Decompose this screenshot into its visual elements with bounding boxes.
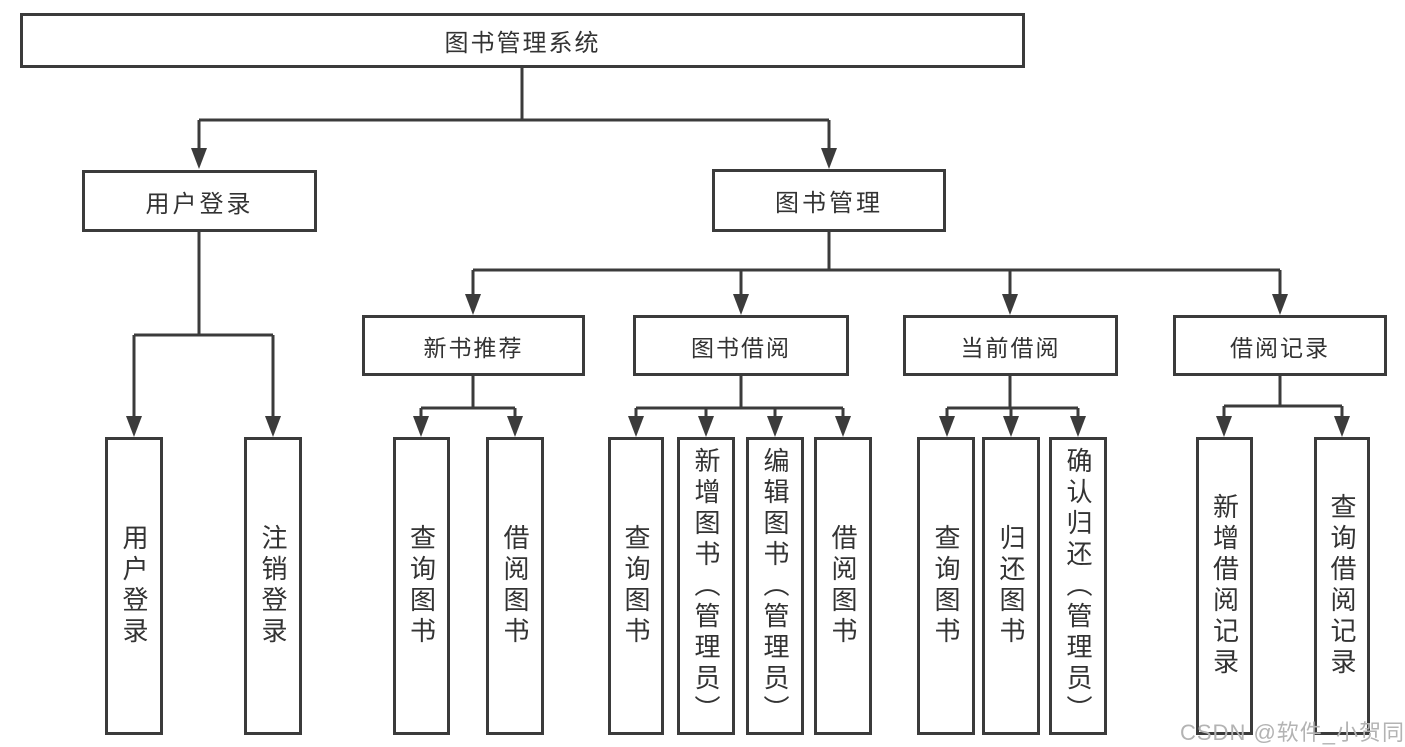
edge-borrow-records-children xyxy=(1222,376,1344,418)
leaf-add-books-admin: 新增图书（管理员） xyxy=(677,437,735,735)
leaf-borrow-books-recommend: 借阅图书 xyxy=(486,437,544,735)
leaf-edit-books-admin: 编辑图书（管理员） xyxy=(746,437,804,735)
leaf-user-login: 用户登录 xyxy=(105,437,163,735)
node-borrowing-records: 借阅记录 xyxy=(1173,315,1387,376)
leaf-borrow-books: 借阅图书 xyxy=(814,437,872,735)
leaf-query-books-borrow: 查询图书 xyxy=(608,437,664,735)
leaf-return-books: 归还图书 xyxy=(982,437,1040,735)
leaf-logout: 注销登录 xyxy=(244,437,302,735)
leaf-add-borrow-record: 新增借阅记录 xyxy=(1196,437,1253,735)
leaf-query-borrow-record: 查询借阅记录 xyxy=(1314,437,1370,735)
edge-book-borrow-children xyxy=(634,376,845,418)
edge-book-mgmt-children xyxy=(471,232,1282,296)
csdn-watermark: CSDN @软件_小贺同学 xyxy=(1180,720,1405,745)
edge-new-book-children xyxy=(419,376,517,418)
node-book-management: 图书管理 xyxy=(712,169,946,232)
node-current-borrowing: 当前借阅 xyxy=(903,315,1118,376)
leaf-query-books-current: 查询图书 xyxy=(917,437,975,735)
node-new-book-recommendation: 新书推荐 xyxy=(362,315,585,376)
edge-current-borrow-children xyxy=(945,376,1080,418)
leaf-query-books-recommend: 查询图书 xyxy=(393,437,450,735)
leaf-confirm-return-admin: 确认归还（管理员） xyxy=(1049,437,1107,735)
node-user-login: 用户登录 xyxy=(82,170,317,232)
node-library-management-system: 图书管理系统 xyxy=(20,13,1025,68)
edge-user-login-children xyxy=(132,232,275,418)
edge-root-to-level2 xyxy=(197,68,831,150)
node-book-borrowing: 图书借阅 xyxy=(633,315,849,376)
